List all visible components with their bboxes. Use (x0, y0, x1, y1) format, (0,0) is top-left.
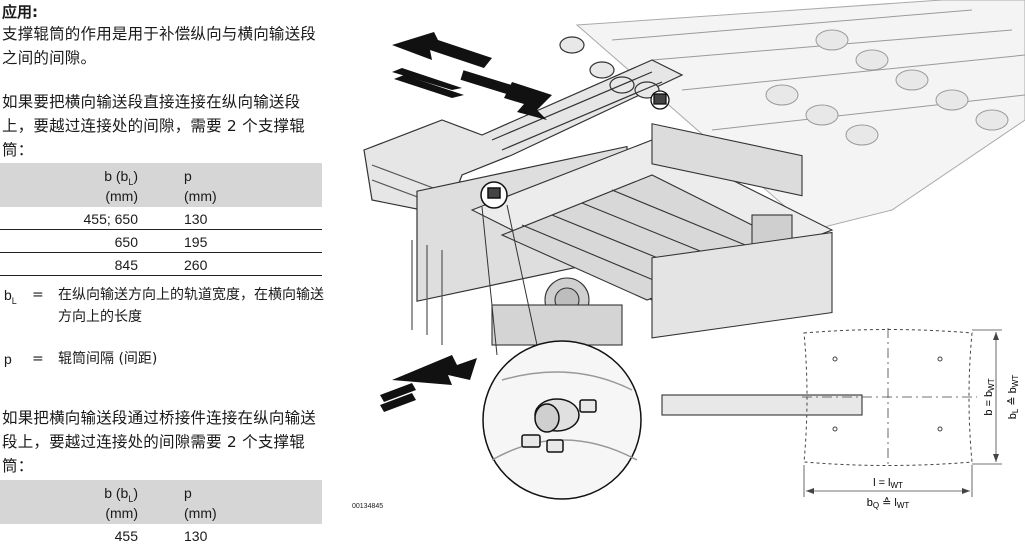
spacing-table-bridge: b (bL) (mm) p (mm) 455 130 (0, 480, 322, 546)
column-header-b: b (bL) (104, 485, 138, 504)
intro-paragraph: 支撑辊筒的作用是用于补偿纵向与横向输送段之间的间隙。 (2, 25, 317, 67)
table-row: 455; 650 130 (0, 207, 322, 230)
cell-p: 195 (184, 234, 208, 250)
text-column: 应用: 支撑辊筒的作用是用于补偿纵向与横向输送段之间的间隙。 如果要把横向输送段… (0, 0, 330, 546)
figure-code: 00134845 (352, 503, 384, 510)
legend-symbol: p (4, 351, 12, 367)
section-heading: 应用: (2, 3, 38, 21)
legend-equals: = (32, 287, 44, 303)
table-header: b (bL) (mm) p (mm) (0, 480, 322, 524)
cell-b: 455; 650 (83, 211, 139, 227)
cell-b: 845 (114, 257, 138, 273)
table-row: 845 260 (0, 253, 322, 276)
bridge-connection-paragraph: 如果把横向输送段通过桥接件连接在纵向输送段上，要越过连接处的间隙需要 2 个支撑… (2, 409, 317, 475)
direction-arrow-upper (392, 32, 552, 120)
cell-b: 650 (114, 234, 138, 250)
cell-p: 130 (184, 211, 208, 227)
legend-symbol: bL (4, 287, 17, 306)
legend-equals: = (32, 351, 44, 367)
direct-connection-paragraph: 如果要把横向输送段直接连接在纵向输送段上，要越过连接处的间隙，需要 2 个支撑辊… (2, 93, 305, 159)
dimension-diagram: l = lWT bQ ≙ lWT b = bWT bL ≙ bWT (802, 328, 1020, 510)
dimension-l-label: l = lWT (873, 477, 903, 490)
column-header-p: p (184, 485, 192, 501)
column-unit-b: (mm) (105, 188, 138, 204)
cell-b: 455 (114, 528, 138, 544)
table-row: 650 195 (0, 230, 322, 253)
cell-p: 260 (184, 257, 208, 273)
column-unit-b: (mm) (105, 505, 138, 521)
spacing-table-direct: b (bL) (mm) p (mm) 455; 650 130 650 195 … (0, 163, 322, 276)
column-header-p: p (184, 168, 192, 184)
column-unit-p: (mm) (184, 188, 217, 204)
column-unit-p: (mm) (184, 505, 217, 521)
column-header-b: b (bL) (104, 168, 138, 187)
table-header: b (bL) (mm) p (mm) (0, 163, 322, 207)
cell-p: 130 (184, 528, 208, 544)
legend-text: 辊筒间隔 (间距) (58, 351, 158, 367)
legend-text: 在纵向输送方向上的轨道宽度，在横向输送方向上的长度 (58, 287, 324, 325)
direction-arrow-lower (380, 355, 477, 412)
table-row: 455 130 (0, 524, 322, 546)
support-roller-callout (480, 181, 642, 500)
dimension-b-label: b = bWT (983, 378, 996, 415)
dimension-bq-label: bQ ≙ lWT (867, 497, 910, 510)
small-roller-marker (650, 90, 670, 110)
conveyor-illustration: l = lWT bQ ≙ lWT b = bWT bL ≙ bWT (363, 0, 1025, 510)
lift-transfer-unit (470, 123, 863, 416)
dimension-bl-label: bL ≙ bWT (1007, 375, 1020, 420)
